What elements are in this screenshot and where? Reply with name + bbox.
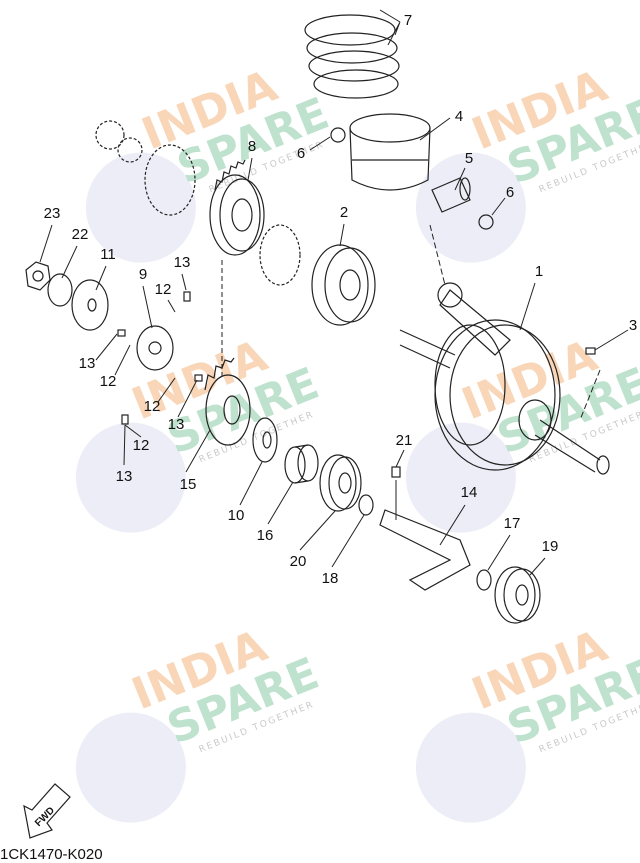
callout-13: 13 xyxy=(168,416,185,433)
callout-11: 11 xyxy=(100,246,116,263)
watermark-bottom-right: INDIA SPARE REBUILD TOGETHER xyxy=(415,620,640,823)
piston xyxy=(349,113,431,191)
bearing-20 xyxy=(319,454,362,512)
callout-3: 3 xyxy=(629,317,637,334)
callout-8: 8 xyxy=(248,138,256,155)
callout-12: 12 xyxy=(133,437,150,454)
small-pins xyxy=(117,291,596,478)
circlip-right xyxy=(478,214,494,230)
callout-5: 5 xyxy=(465,150,473,167)
callout-13: 13 xyxy=(79,355,96,372)
callout-10: 10 xyxy=(228,507,245,524)
washer-10 xyxy=(252,417,278,463)
callout-16: 16 xyxy=(257,527,274,544)
callout-6: 6 xyxy=(506,184,514,201)
callout-13: 13 xyxy=(174,254,191,271)
bearing-2 xyxy=(311,244,376,326)
callout-22: 22 xyxy=(72,226,89,243)
callout-12: 12 xyxy=(155,281,172,298)
callout-17: 17 xyxy=(504,515,521,532)
callout-12: 12 xyxy=(144,398,161,415)
callout-7: 7 xyxy=(404,12,412,29)
callout-19: 19 xyxy=(542,538,559,555)
watermark-top-left: INDIA SPARE REBUILD TOGETHER xyxy=(85,60,336,263)
gear-15 xyxy=(204,357,251,446)
gear-8 xyxy=(209,159,265,256)
collar-16 xyxy=(284,444,319,484)
circlip-left xyxy=(330,127,346,143)
o-ring-18 xyxy=(358,494,374,516)
nut-23 xyxy=(25,261,51,291)
callout-23: 23 xyxy=(44,205,61,222)
callout-6: 6 xyxy=(297,145,305,162)
bearing-19 xyxy=(494,566,541,624)
callout-12: 12 xyxy=(100,373,117,390)
crankshaft-assembly xyxy=(399,282,610,475)
o-ring-17 xyxy=(476,569,492,591)
washer-22 xyxy=(47,273,73,307)
callout-1: 1 xyxy=(535,263,543,280)
callout-18: 18 xyxy=(322,570,339,587)
callout-2: 2 xyxy=(340,204,348,221)
fwd-arrow-icon: FWD xyxy=(23,783,71,839)
callout-21: 21 xyxy=(396,432,413,449)
holder-9 xyxy=(136,325,174,371)
leader-lines xyxy=(39,9,629,576)
gear-dashed-top xyxy=(95,120,301,286)
callout-4: 4 xyxy=(455,108,463,125)
callout-9: 9 xyxy=(139,266,147,283)
diagram-code: 1CK1470-K020 xyxy=(0,846,103,863)
piston-rings xyxy=(304,14,400,99)
callout-13: 13 xyxy=(116,468,133,485)
watermark-bottom-left: INDIA SPARE REBUILD TOGETHER xyxy=(75,620,326,823)
piston-pin xyxy=(431,177,471,213)
shaft-14 xyxy=(379,509,471,591)
plate-11 xyxy=(71,279,109,331)
callout-20: 20 xyxy=(290,553,307,570)
callout-14: 14 xyxy=(461,484,478,501)
watermark-mid-left: INDIA SPARE REBUILD TOGETHER xyxy=(75,330,326,533)
callout-15: 15 xyxy=(180,476,197,493)
watermark-top-right: INDIA SPARE REBUILD TOGETHER xyxy=(415,60,640,263)
